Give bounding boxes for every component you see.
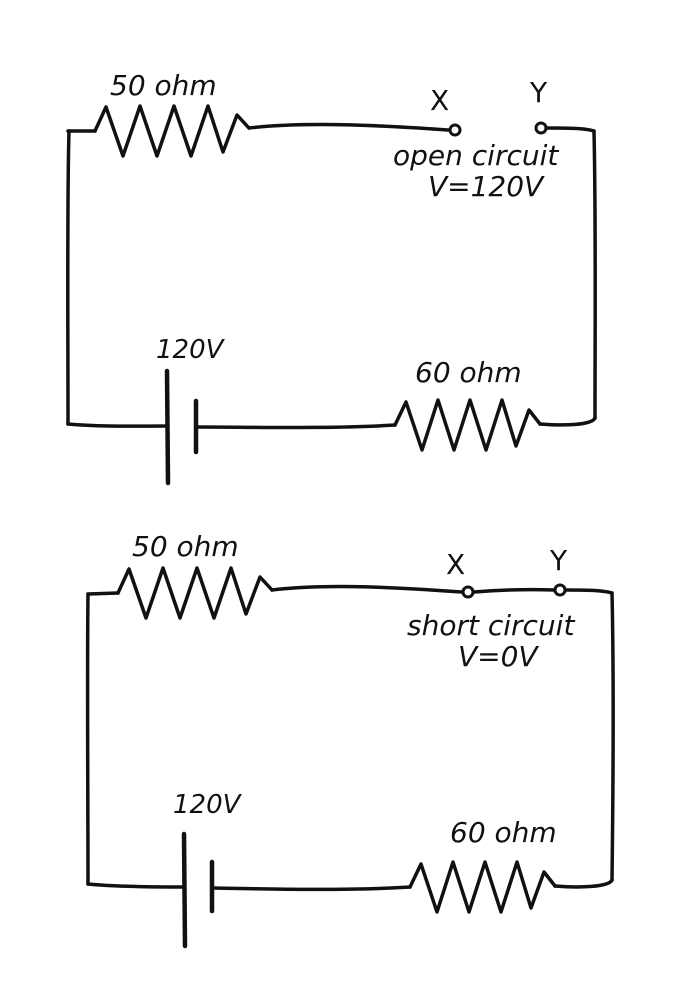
bottom-bottom-right-corner-wire xyxy=(553,878,614,889)
top-resistor-50ohm-label: 50 ohm xyxy=(110,69,217,102)
bottom-right-vertical-wire xyxy=(610,591,615,882)
bottom-wire-resistor-to-x xyxy=(270,584,464,594)
top-right-vertical-wire xyxy=(592,129,597,420)
top-terminal-y-label: Y xyxy=(529,76,548,109)
bottom-resistor-60ohm-label: 60 ohm xyxy=(450,816,557,849)
bottom-left-corner-wire xyxy=(86,591,120,596)
top-resistor-50ohm xyxy=(93,104,251,158)
bottom-voltage-label: V=0V xyxy=(458,640,539,673)
top-voltage-label: V=120V xyxy=(428,170,545,203)
top-terminal-x-node xyxy=(448,123,462,137)
bottom-terminal-y-node xyxy=(553,583,567,597)
bottom-resistor-50ohm-label: 50 ohm xyxy=(132,530,239,563)
top-condition-label: open circuit xyxy=(393,139,559,172)
bottom-terminal-y-label: Y xyxy=(549,544,568,577)
top-bottom-right-corner-wire xyxy=(538,416,597,427)
bottom-bottom-left-wire xyxy=(86,882,186,889)
top-wire-y-to-corner xyxy=(545,126,596,133)
bottom-wire-y-to-corner xyxy=(564,588,614,595)
top-wire-resistor-to-x xyxy=(247,122,450,132)
top-resistor-60ohm-label: 60 ohm xyxy=(415,356,522,389)
top-circuit: 50 ohm X Y open circuit V=120V 120V 60 o… xyxy=(66,69,597,486)
top-resistor-60ohm xyxy=(393,398,542,452)
bottom-circuit: 50 ohm X Y short circuit V=0V 120V 60 oh… xyxy=(85,530,615,949)
top-terminal-x-label: X xyxy=(430,84,449,117)
top-bottom-left-wire xyxy=(66,422,169,428)
bottom-resistor-50ohm xyxy=(116,566,274,620)
bottom-terminal-x-node xyxy=(461,585,475,599)
bottom-resistor-60ohm xyxy=(408,860,557,914)
bottom-battery-label: 120V xyxy=(173,790,243,820)
top-terminal-y-node xyxy=(534,121,548,135)
top-wire-resistor-to-battery xyxy=(195,423,397,430)
bottom-wire-x-to-y-short xyxy=(472,587,556,594)
top-left-vertical-wire xyxy=(66,129,71,426)
top-battery-label: 120V xyxy=(156,335,226,365)
bottom-battery-long-plate xyxy=(181,831,188,949)
bottom-condition-label: short circuit xyxy=(407,609,575,642)
bottom-wire-resistor-to-battery xyxy=(212,885,412,892)
bottom-terminal-x-label: X xyxy=(446,548,465,581)
